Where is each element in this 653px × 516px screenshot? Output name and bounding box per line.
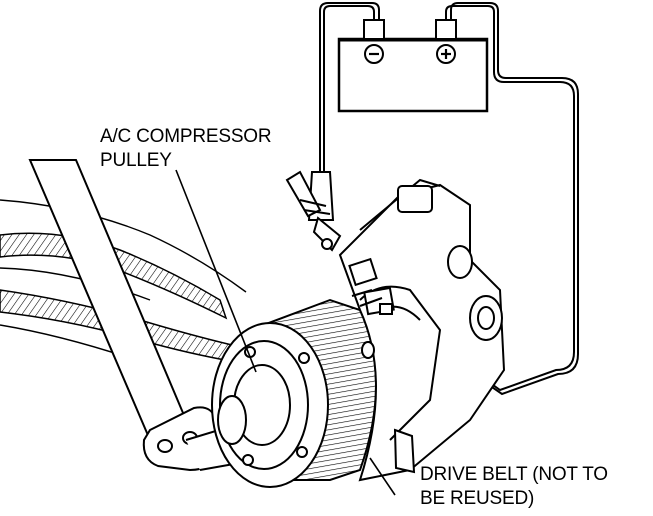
battery — [337, 19, 489, 113]
belt-label-line1: DRIVE BELT (NOT TO — [420, 464, 608, 485]
leader-lines — [175, 169, 396, 496]
pulley-label-line2: PULLEY — [100, 150, 172, 171]
compressor-body — [338, 178, 506, 482]
negative-terminal — [363, 19, 385, 40]
magnetic-clutch-connector — [348, 257, 395, 316]
alligator-clip — [285, 170, 342, 252]
belt-label-line2: BE REUSED) — [420, 488, 535, 509]
compressor-pulley — [211, 298, 377, 488]
positive-terminal — [435, 19, 457, 40]
pulley-label-line1: A/C COMPRESSOR — [100, 126, 272, 147]
jumper-wires — [319, 2, 579, 396]
